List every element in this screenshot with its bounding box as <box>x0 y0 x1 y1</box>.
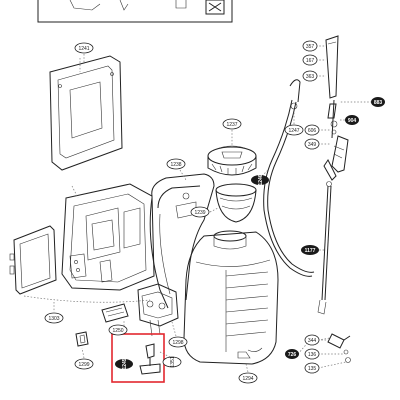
svg-text:1177: 1177 <box>305 248 316 254</box>
svg-text:1245: 1245 <box>122 358 128 369</box>
callout-363: 363 <box>302 70 318 82</box>
highlight-box <box>111 333 165 383</box>
callout-1237: 1237 <box>222 118 242 130</box>
callout-1247: 1247 <box>284 124 304 136</box>
leader-lines <box>53 45 372 369</box>
callout-1294: 1294 <box>238 372 258 384</box>
callout-1298: 1298 <box>168 336 188 348</box>
tank-body-part <box>183 230 279 373</box>
svg-text:136: 136 <box>308 352 317 358</box>
callout-883: 883 <box>371 97 385 107</box>
callout-606: 606 <box>304 124 320 136</box>
shoulder-straps-part <box>149 173 215 309</box>
callout-344: 344 <box>304 334 320 346</box>
callout-167: 167 <box>302 54 318 66</box>
svg-text:1247: 1247 <box>288 128 299 134</box>
back-plate-part <box>49 55 123 171</box>
top-frame-remnant <box>37 0 233 23</box>
pump-assembly-part <box>75 283 179 347</box>
battery-door-part <box>9 225 151 303</box>
svg-text:1239: 1239 <box>194 210 205 216</box>
callout-1241: 1241 <box>74 42 94 54</box>
callout-1245: 1245 <box>115 358 133 370</box>
callout-1246: 1246 <box>251 174 269 186</box>
callout-1238: 1238 <box>166 158 186 170</box>
svg-text:363: 363 <box>306 74 315 80</box>
svg-text:1351: 1351 <box>170 356 176 367</box>
spray-wand-part <box>317 181 332 315</box>
hose-part <box>263 79 315 277</box>
svg-text:1303: 1303 <box>48 316 59 322</box>
part-callouts: 1241 1237 1238 1239 1246 1247 1177 357 1… <box>44 40 385 384</box>
callout-1303: 1303 <box>44 312 64 324</box>
svg-text:1294: 1294 <box>242 376 253 382</box>
housing-frame-part <box>61 183 155 291</box>
highlighted-part-1245 <box>111 333 165 383</box>
callout-1239: 1239 <box>190 206 210 218</box>
svg-text:1246: 1246 <box>258 174 264 185</box>
callout-1351: 1351 <box>162 356 182 368</box>
callout-1250: 1250 <box>108 324 128 336</box>
svg-text:349: 349 <box>308 142 317 148</box>
svg-text:1298: 1298 <box>172 340 183 346</box>
callout-904: 904 <box>345 115 359 125</box>
callout-726: 726 <box>285 349 299 359</box>
svg-text:1237: 1237 <box>226 122 237 128</box>
svg-text:606: 606 <box>308 128 317 134</box>
svg-text:1241: 1241 <box>78 46 89 52</box>
svg-text:167: 167 <box>306 58 315 64</box>
callout-357: 357 <box>302 40 318 52</box>
callout-1177: 1177 <box>301 245 319 255</box>
svg-text:1238: 1238 <box>170 162 181 168</box>
svg-text:883: 883 <box>374 100 383 106</box>
svg-text:904: 904 <box>348 118 357 124</box>
callout-135: 135 <box>304 362 320 374</box>
svg-text:726: 726 <box>288 352 297 358</box>
callout-1299: 1299 <box>74 358 94 370</box>
svg-text:344: 344 <box>308 338 317 344</box>
filter-basket-part <box>215 183 257 223</box>
trigger-handle-part <box>323 35 349 181</box>
svg-text:1299: 1299 <box>78 362 89 368</box>
tank-lid-part <box>207 145 257 176</box>
callout-349: 349 <box>304 138 320 150</box>
svg-text:135: 135 <box>308 366 317 372</box>
svg-text:357: 357 <box>306 44 315 50</box>
callout-136: 136 <box>304 348 320 360</box>
nozzle-parts <box>327 333 351 363</box>
svg-text:1250: 1250 <box>112 328 123 334</box>
